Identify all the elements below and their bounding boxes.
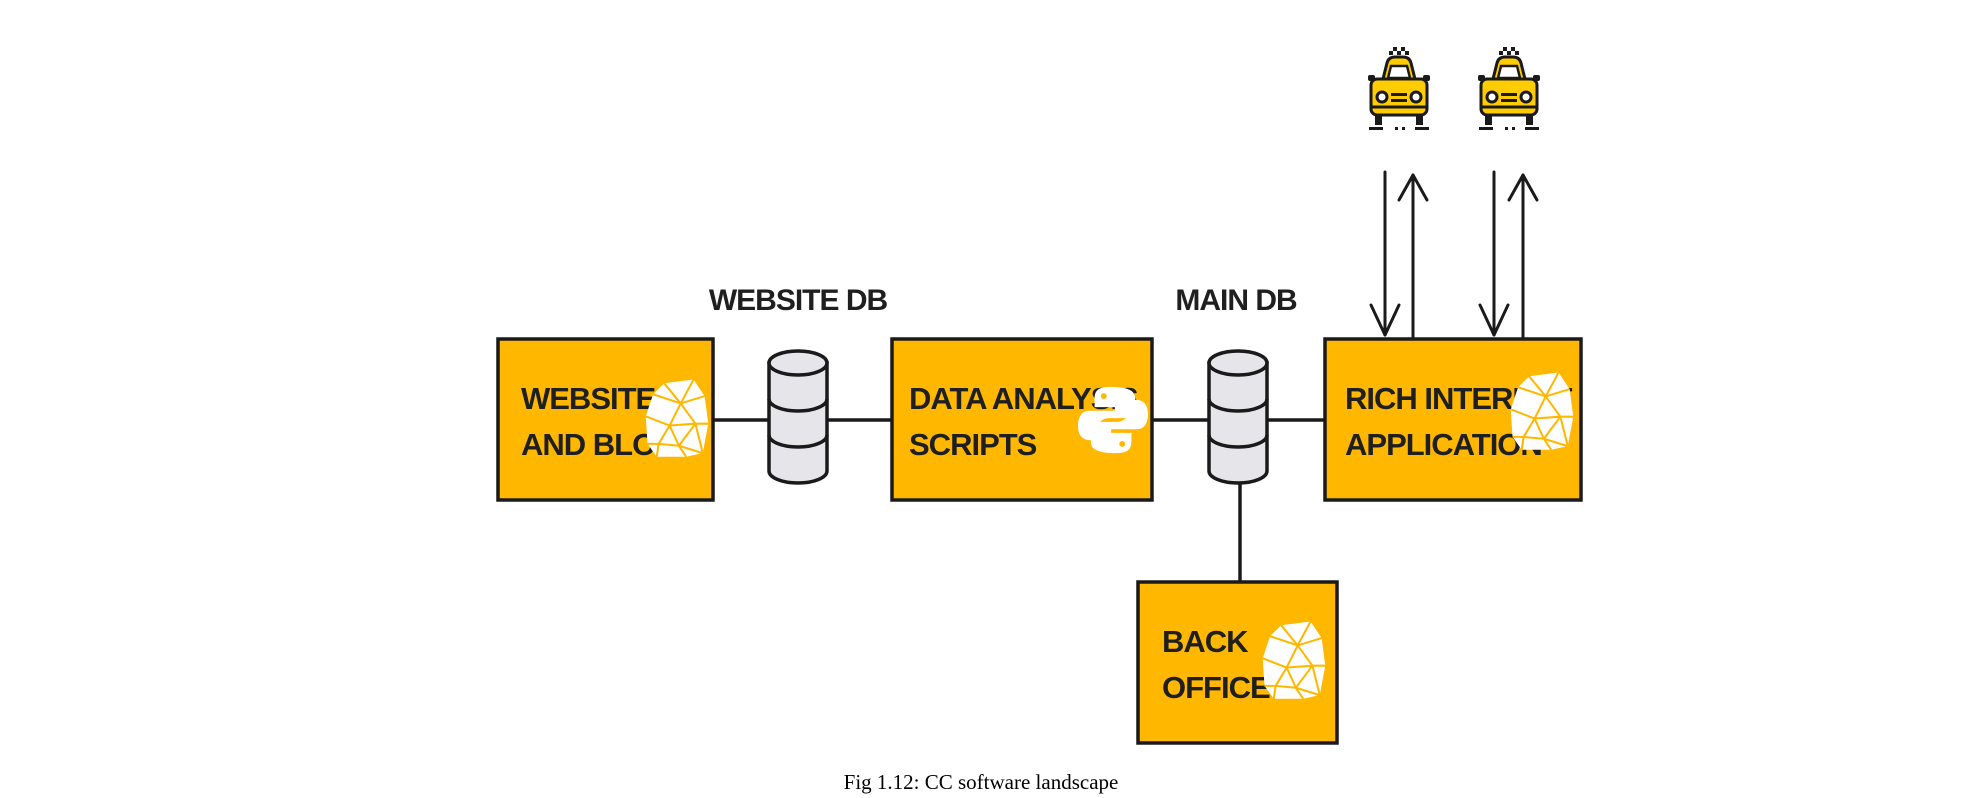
taxi-icon — [1476, 45, 1542, 132]
backoffice-box-label-line2: OFFICE — [1162, 670, 1270, 705]
taxi-icon — [1366, 45, 1432, 132]
database-icon — [767, 349, 829, 485]
arrow-up-ria-to-taxi2 — [1507, 173, 1539, 341]
analysis-box-label-line2: SCRIPTS — [909, 427, 1037, 462]
website-db-label: WEBSITE DB — [709, 284, 888, 317]
arrow-down-taxi1-to-ria — [1369, 170, 1401, 337]
back-office-box: BACK OFFICE — [1136, 580, 1339, 745]
arrow-up-ria-to-taxi1 — [1397, 173, 1429, 341]
figure-caption: Fig 1.12: CC software landscape — [843, 770, 1119, 794]
main-db-label: MAIN DB — [1175, 284, 1297, 317]
website-and-blog-box: WEBSITE AND BLOG — [496, 337, 715, 502]
website-box-label-line1: WEBSITE — [521, 381, 656, 416]
website-db: WEBSITE DB — [709, 284, 888, 485]
main-db: MAIN DB — [1175, 284, 1298, 485]
data-analysis-scripts-box: DATA ANALYSIS SCRIPTS — [890, 337, 1154, 502]
rich-internet-application-box: RICH INTERNET APPLICATION — [1323, 337, 1583, 502]
backoffice-box-label-line1: BACK — [1162, 624, 1249, 659]
ria-box-label-line2: APPLICATION — [1345, 427, 1542, 462]
database-icon — [1207, 349, 1269, 485]
arrow-down-taxi2-to-ria — [1478, 170, 1510, 337]
